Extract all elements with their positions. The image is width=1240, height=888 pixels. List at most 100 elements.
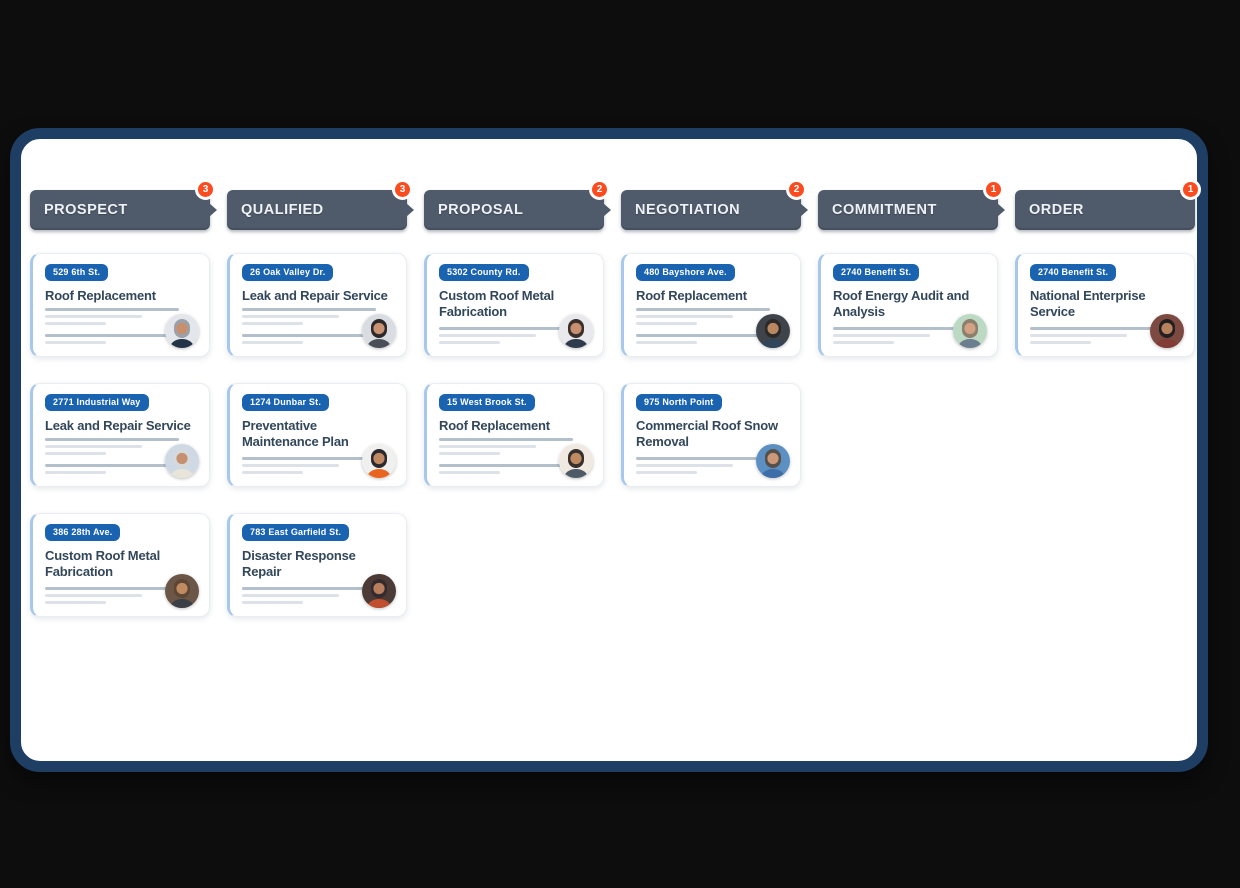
placeholder-lines [439, 438, 591, 474]
placeholder-line-group [242, 457, 394, 474]
placeholder-line [45, 322, 106, 325]
placeholder-line-group [242, 587, 394, 604]
placeholder-line [242, 322, 303, 325]
placeholder-line [242, 601, 303, 604]
placeholder-line [636, 322, 697, 325]
pipeline-stage-header[interactable]: QUALIFIED 3 [227, 179, 414, 230]
placeholder-lines [1030, 327, 1182, 344]
deal-card[interactable]: 2740 Benefit St. National Enterprise Ser… [1015, 253, 1195, 357]
placeholder-line [45, 471, 106, 474]
placeholder-line [1030, 327, 1164, 330]
deal-card[interactable]: 480 Bayshore Ave. Roof Replacement [621, 253, 801, 357]
stage-name: QUALIFIED [241, 202, 324, 218]
placeholder-line [833, 341, 894, 344]
deal-card[interactable]: 386 28th Ave. Custom Roof Metal Fabricat… [30, 513, 210, 617]
placeholder-line-group [439, 464, 591, 474]
placeholder-line [242, 471, 303, 474]
placeholder-line [1030, 341, 1091, 344]
placeholder-lines [45, 438, 197, 474]
placeholder-line [45, 452, 106, 455]
deal-card[interactable]: 783 East Garfield St. Disaster Response … [227, 513, 407, 617]
avatar-woman-dark-hair-red-top [362, 574, 396, 608]
placeholder-line [45, 341, 106, 344]
deal-card[interactable]: 26 Oak Valley Dr. Leak and Repair Servic… [227, 253, 407, 357]
avatar-man-glasses-blue-shirt [756, 444, 790, 478]
deal-card[interactable]: 2771 Industrial Way Leak and Repair Serv… [30, 383, 210, 487]
address-tag: 480 Bayshore Ave. [636, 264, 735, 281]
placeholder-line [636, 457, 770, 460]
placeholder-line [439, 452, 500, 455]
placeholder-line-group [45, 464, 197, 474]
placeholder-line [45, 334, 179, 337]
placeholder-line [45, 601, 106, 604]
pipeline-stage-header[interactable]: PROPOSAL 2 [424, 179, 611, 230]
avatar-woman-dark-long-hair [362, 314, 396, 348]
placeholder-line [1030, 334, 1128, 337]
stage-count-badge: 1 [983, 179, 1004, 200]
address-tag: 26 Oak Valley Dr. [242, 264, 334, 281]
avatar-older-man-white-hair [165, 444, 199, 478]
address-tag: 2771 Industrial Way [45, 394, 149, 411]
address-tag: 975 North Point [636, 394, 722, 411]
stage-card-list: 26 Oak Valley Dr. Leak and Repair Servic… [227, 253, 407, 617]
address-tag: 2740 Benefit St. [833, 264, 920, 281]
placeholder-line [45, 445, 143, 448]
stage-arrow-icon [800, 203, 808, 217]
placeholder-line [833, 327, 967, 330]
placeholder-line-group [1030, 327, 1182, 344]
avatar-man-dark-beard-waving [559, 444, 593, 478]
deal-title: Custom Roof Metal Fabrication [439, 288, 555, 319]
placeholder-line [439, 327, 573, 330]
placeholder-line-group [45, 334, 197, 344]
pipeline-stage-header[interactable]: NEGOTIATION 2 [621, 179, 808, 230]
pipeline-board-panel: PROSPECT 3 529 6th St. Roof Replacement … [10, 128, 1208, 772]
deal-card[interactable]: 5302 County Rd. Custom Roof Metal Fabric… [424, 253, 604, 357]
placeholder-line [242, 315, 340, 318]
placeholder-line [45, 587, 179, 590]
stage-arrow-icon [603, 203, 611, 217]
deal-card[interactable]: 529 6th St. Roof Replacement [30, 253, 210, 357]
address-tag: 529 6th St. [45, 264, 109, 281]
stage-card-list: 480 Bayshore Ave. Roof Replacement 975 N… [621, 253, 801, 487]
placeholder-line-group [45, 308, 197, 325]
pipeline-column-prospect: PROSPECT 3 529 6th St. Roof Replacement … [30, 179, 217, 617]
deal-title: Leak and Repair Service [45, 418, 191, 433]
placeholder-line [242, 587, 376, 590]
placeholder-line [636, 308, 770, 311]
placeholder-line [242, 334, 376, 337]
deal-title: National Enterprise Service [1030, 288, 1146, 319]
avatar-woman-short-hair-glasses-green [953, 314, 987, 348]
stage-count-badge: 3 [392, 179, 413, 200]
deal-card[interactable]: 1274 Dunbar St. Preventative Maintenance… [227, 383, 407, 487]
stage-count-badge: 1 [1180, 179, 1201, 200]
deal-title: Disaster Response Repair [242, 548, 356, 579]
placeholder-line [45, 308, 179, 311]
stage-name: PROPOSAL [438, 202, 524, 218]
pipeline-column-order: ORDER 1 2740 Benefit St. National Enterp… [1015, 179, 1201, 617]
deal-title: Roof Replacement [439, 418, 550, 433]
address-tag: 15 West Brook St. [439, 394, 535, 411]
stage-name: COMMITMENT [832, 202, 937, 218]
stage-arrow-icon [997, 203, 1005, 217]
placeholder-line-group [636, 308, 788, 325]
deal-card[interactable]: 15 West Brook St. Roof Replacement [424, 383, 604, 487]
deal-card[interactable]: 2740 Benefit St. Roof Energy Audit and A… [818, 253, 998, 357]
pipeline-stage-header[interactable]: ORDER 1 [1015, 179, 1201, 230]
placeholder-line [45, 464, 179, 467]
placeholder-lines [242, 308, 394, 344]
placeholder-lines [242, 457, 394, 474]
stage-card-list: 2740 Benefit St. National Enterprise Ser… [1015, 253, 1195, 357]
pipeline-stage-header[interactable]: COMMITMENT 1 [818, 179, 1005, 230]
address-tag: 5302 County Rd. [439, 264, 529, 281]
address-tag: 1274 Dunbar St. [242, 394, 330, 411]
stage-name: PROSPECT [44, 202, 128, 218]
pipeline-column-negotiation: NEGOTIATION 2 480 Bayshore Ave. Roof Rep… [621, 179, 808, 617]
pipeline-stage-header[interactable]: PROSPECT 3 [30, 179, 217, 230]
address-tag: 2740 Benefit St. [1030, 264, 1117, 281]
deal-title: Roof Replacement [636, 288, 747, 303]
deal-card[interactable]: 975 North Point Commercial Roof Snow Rem… [621, 383, 801, 487]
placeholder-line [242, 308, 376, 311]
placeholder-line [636, 471, 697, 474]
address-tag: 386 28th Ave. [45, 524, 121, 541]
placeholder-line-group [636, 457, 788, 474]
